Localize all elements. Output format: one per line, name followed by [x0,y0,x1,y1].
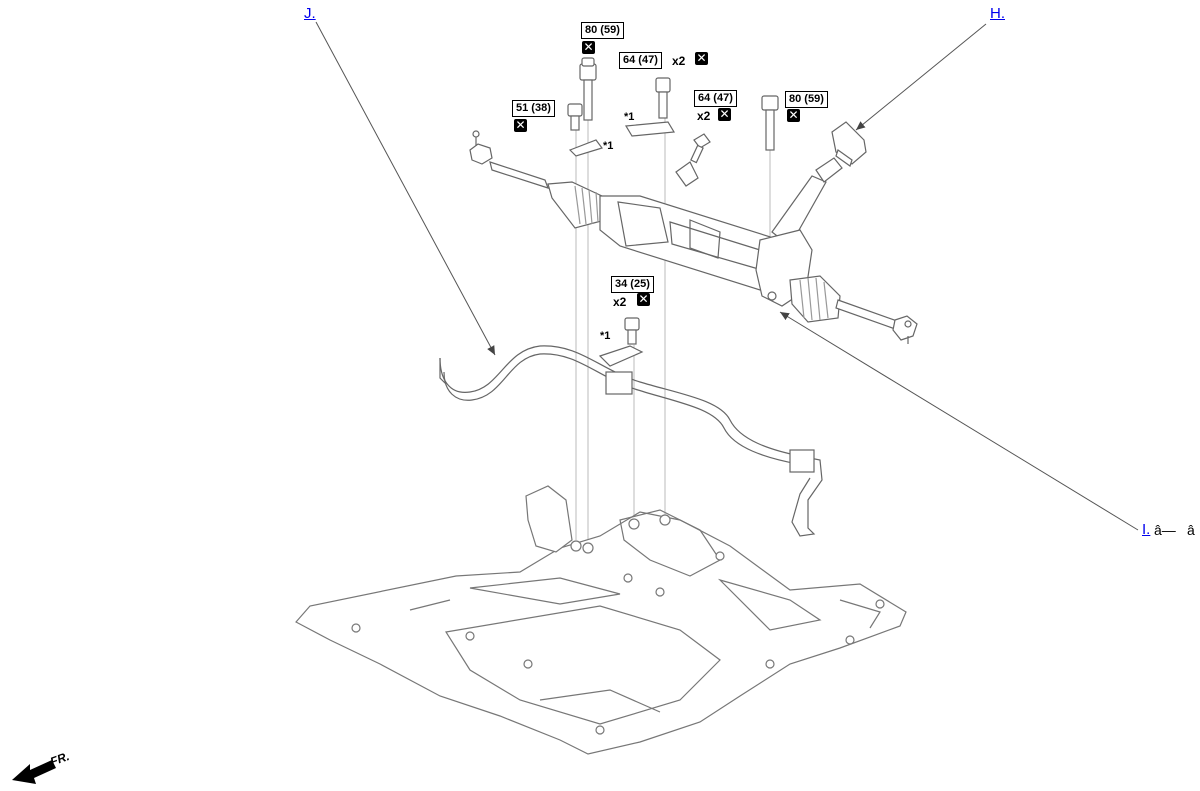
no-reuse-icon: ✕ [695,51,708,65]
torque-label-80-left: 80 (59) [581,22,624,39]
link-i-suffix: â—â [1154,522,1195,538]
torque-label-34: 34 (25) [611,276,654,293]
alignment-guides [575,118,771,540]
no-reuse-icon: ✕ [787,108,800,122]
no-reuse-icon: ✕ [582,40,595,54]
torque-label-64-top: 64 (47) [619,52,662,69]
note-bracket-left: *1 [603,140,614,152]
front-direction-arrow [12,760,56,784]
quantity-34: x2 [613,295,627,309]
leader-line-h [855,23,987,131]
front-suspension-crossmember [295,485,907,755]
torque-label-80-right: 80 (59) [785,91,828,108]
no-reuse-icon: ✕ [718,107,731,121]
stabilizer-bar [439,345,823,537]
link-i[interactable]: I. [1142,521,1151,538]
link-h[interactable]: H. [990,5,1005,22]
note-bracket-low: *1 [600,330,611,342]
fasteners [567,57,779,367]
quantity-64-top: x2 [672,54,686,68]
steering-gear-assembly [469,121,918,344]
no-reuse-icon: ✕ [514,118,527,132]
no-reuse-icon: ✕ [637,292,650,306]
leader-line-j [315,21,496,356]
note-bracket-mid: *1 [624,111,635,123]
torque-label-64-right: 64 (47) [694,90,737,107]
link-j[interactable]: J. [304,5,316,22]
quantity-64-right: x2 [697,109,711,123]
leader-line-i [779,311,1139,531]
torque-label-51: 51 (38) [512,100,555,117]
